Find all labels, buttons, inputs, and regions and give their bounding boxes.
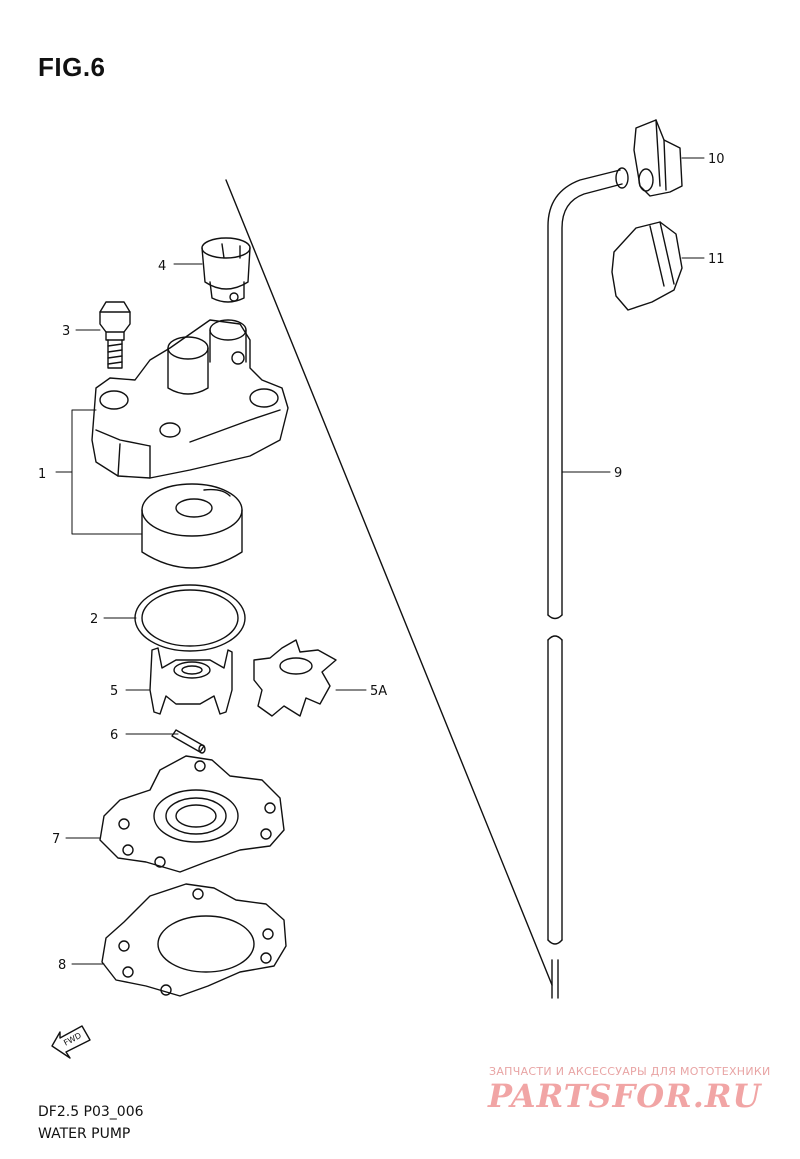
callout-6: 6 xyxy=(110,728,118,743)
callout-11: 11 xyxy=(708,252,725,267)
callout-9: 9 xyxy=(614,466,622,481)
part-8-gasket xyxy=(101,883,287,997)
part-3-bolt xyxy=(99,301,131,369)
part-1-pump-case xyxy=(91,319,289,479)
callout-4: 4 xyxy=(158,259,166,274)
part-4-nozzle xyxy=(201,237,251,303)
callout-5a: 5A xyxy=(370,684,387,699)
part-9-water-tube xyxy=(547,167,629,999)
part-7-seal-plate xyxy=(99,755,285,873)
fwd-arrow-icon xyxy=(51,1025,91,1059)
watermark-logo: PARTSFOR.RU xyxy=(488,1077,762,1115)
callout-2: 2 xyxy=(90,612,98,627)
figure-title: FIG.6 xyxy=(38,52,106,82)
callout-3: 3 xyxy=(62,324,70,339)
watermark-tagline: ЗАПЧАСТИ И АКСЕССУАРЫ ДЛЯ МОТОТЕХНИКИ xyxy=(489,1065,771,1078)
part-6-key-pin xyxy=(171,729,206,754)
part-2-o-ring xyxy=(134,584,246,652)
part-10-grommet xyxy=(633,119,683,197)
callout-1: 1 xyxy=(38,467,46,482)
diagram-code: DF2.5 P03_006 xyxy=(38,1104,144,1120)
leader-lines xyxy=(55,157,705,965)
part-1-liner xyxy=(141,483,243,569)
shaft-axis-line xyxy=(225,179,553,986)
callout-7: 7 xyxy=(52,832,60,847)
callout-10: 10 xyxy=(708,152,725,167)
part-11-grommet xyxy=(611,221,683,311)
callout-5: 5 xyxy=(110,684,118,699)
diagram-caption: WATER PUMP xyxy=(38,1126,131,1142)
callout-8: 8 xyxy=(58,958,66,973)
part-5a-impeller xyxy=(253,639,337,717)
part-5-impeller xyxy=(149,647,233,715)
